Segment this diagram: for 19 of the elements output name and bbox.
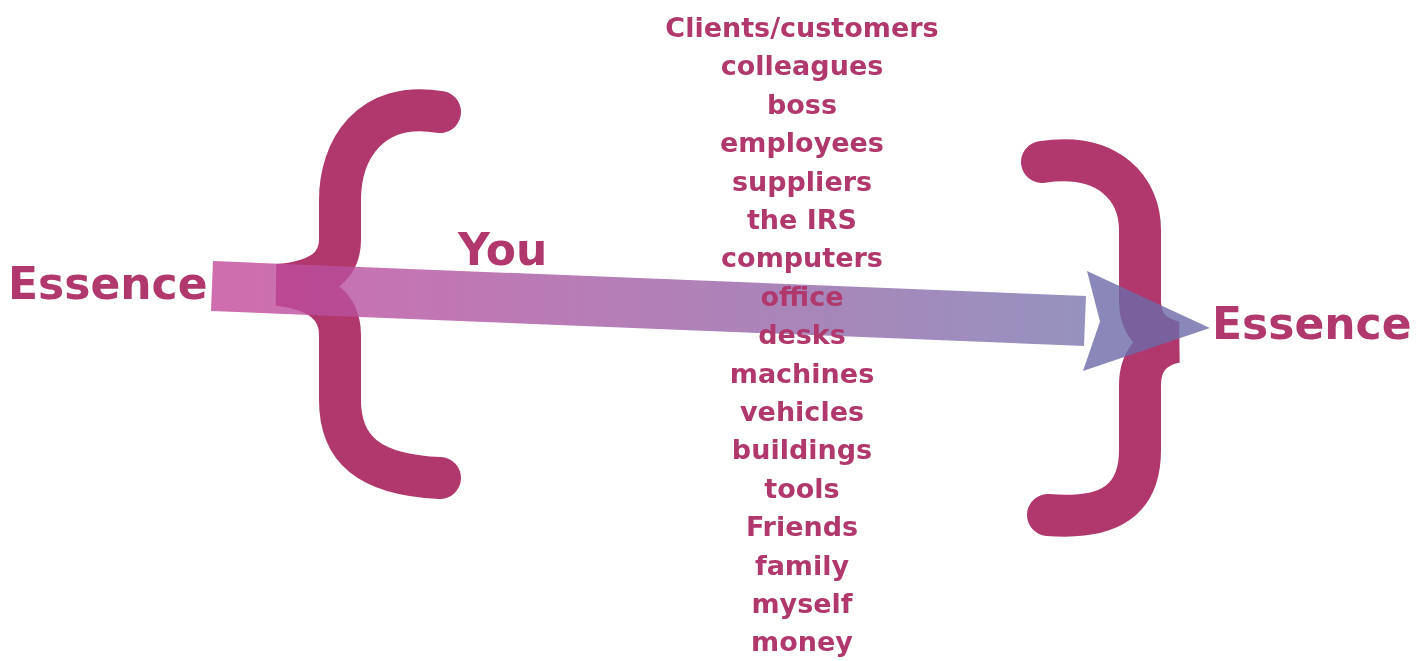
list-item: machines — [728, 359, 876, 387]
you-label: You — [458, 228, 548, 272]
list-item: buildings — [730, 436, 874, 464]
list-item: Clients/customers — [664, 14, 940, 41]
list-item: employees — [719, 129, 885, 157]
list-item: suppliers — [730, 167, 874, 195]
list-item: tools — [763, 474, 841, 502]
list-item: Friends — [744, 513, 860, 541]
list-item: office — [759, 282, 845, 310]
list-item: money — [750, 628, 854, 656]
list-item: myself — [750, 590, 854, 617]
list-item: vehicles — [739, 398, 865, 425]
list-item: boss — [766, 90, 838, 118]
list-item: colleagues — [719, 52, 885, 80]
list-item: family — [753, 551, 851, 579]
list-item: the IRS — [745, 206, 859, 233]
essence-text: Essence — [8, 262, 208, 306]
list-item: computers — [720, 244, 884, 272]
essence-text: Essence — [1212, 302, 1412, 346]
